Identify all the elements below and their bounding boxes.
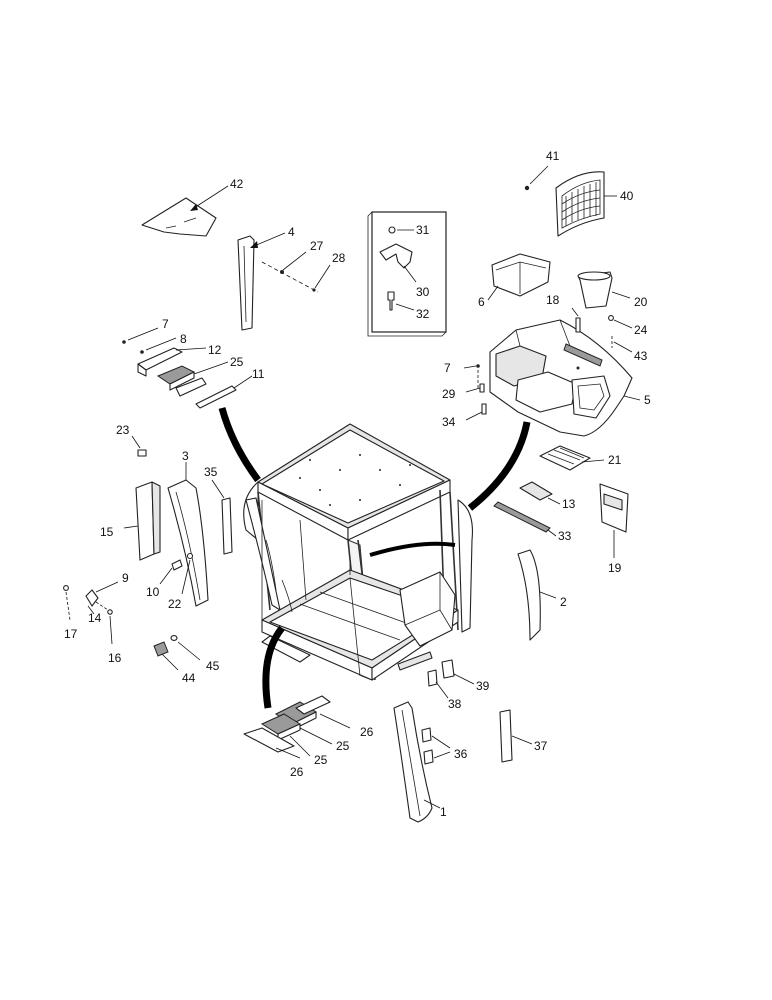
- part-42-trim: [141, 185, 229, 237]
- left-upper-fasteners: [122, 327, 253, 409]
- callout-26-left: 26: [290, 765, 304, 779]
- callout-21: 21: [608, 453, 622, 467]
- part-37-strip: [499, 709, 533, 763]
- callout-41: 41: [546, 149, 560, 163]
- roof-rivets: [299, 454, 411, 506]
- callout-16: 16: [108, 651, 122, 665]
- callout-17: 17: [64, 627, 78, 641]
- callout-14: 14: [88, 611, 102, 625]
- callout-34: 34: [442, 415, 456, 429]
- callout-15: 15: [100, 525, 114, 539]
- callout-9: 9: [122, 571, 129, 585]
- callout-33: 33: [558, 529, 572, 543]
- part-5-console: [489, 319, 641, 437]
- left-lower-fasteners: [63, 581, 119, 645]
- leader-upper-right: [467, 421, 531, 511]
- callout-1: 1: [440, 805, 447, 819]
- callout-22: 22: [168, 597, 182, 611]
- leader-upper-left: [218, 407, 261, 483]
- callout-31: 31: [416, 223, 430, 237]
- callout-29: 29: [442, 387, 456, 401]
- callout-44: 44: [182, 671, 196, 685]
- left-middle-parts: [123, 435, 233, 607]
- part-19-box: [599, 483, 629, 558]
- callout-35: 35: [204, 465, 218, 479]
- part-1-pillar: [393, 701, 451, 823]
- part-20-bin: [577, 271, 631, 309]
- callout-5: 5: [644, 393, 651, 407]
- cab-frame: [243, 423, 473, 681]
- callout-26-right: 26: [360, 725, 374, 739]
- part-6-cushion: [487, 253, 551, 301]
- callout-4: 4: [288, 225, 295, 239]
- part-39-38-labels: [427, 659, 475, 699]
- callout-7-console: 7: [444, 361, 451, 375]
- callout-42: 42: [230, 177, 244, 191]
- callout-2: 2: [560, 595, 567, 609]
- callout-11: 11: [252, 367, 265, 381]
- callout-27: 27: [310, 239, 324, 253]
- callout-25-lower-right: 25: [336, 739, 350, 753]
- console-fasteners: [463, 307, 633, 421]
- callout-43: 43: [634, 349, 648, 363]
- callout-labels: 1 2 3 4 5 6 7 7 8 9 10 11 12 13 14 15 16…: [64, 149, 651, 819]
- lower-blocks-group: [243, 695, 351, 759]
- callout-12: 12: [208, 343, 222, 357]
- part-2-trim: [517, 549, 557, 641]
- part-4-pillar: [237, 232, 331, 331]
- callout-24: 24: [634, 323, 648, 337]
- callout-23: 23: [116, 423, 130, 437]
- callout-6: 6: [478, 295, 485, 309]
- callout-28: 28: [332, 251, 346, 265]
- callout-19: 19: [608, 561, 622, 575]
- callout-18: 18: [546, 293, 560, 307]
- callout-30: 30: [416, 285, 430, 299]
- part-44-45-clips: [153, 635, 201, 671]
- callout-25-upper: 25: [230, 355, 244, 369]
- callout-13: 13: [562, 497, 576, 511]
- callout-38: 38: [448, 697, 462, 711]
- callout-39: 39: [476, 679, 490, 693]
- leader-lower-left: [262, 625, 285, 709]
- part-33-strip: [493, 501, 557, 537]
- callout-8: 8: [180, 332, 187, 346]
- group-leaders: [218, 407, 531, 709]
- callout-40: 40: [620, 189, 634, 203]
- part-40-grille: [524, 165, 617, 237]
- part-13-pad: [519, 481, 561, 505]
- callout-20: 20: [634, 295, 648, 309]
- callout-3: 3: [182, 449, 189, 463]
- callout-32: 32: [416, 307, 430, 321]
- callout-7-upper-left: 7: [162, 317, 169, 331]
- callout-45: 45: [206, 659, 220, 673]
- part-21-mat: [539, 445, 605, 471]
- callout-37: 37: [534, 739, 548, 753]
- leader-lower-right: [369, 541, 456, 557]
- callout-10: 10: [146, 585, 160, 599]
- callout-36: 36: [454, 747, 468, 761]
- callout-25-lower: 25: [314, 753, 328, 767]
- inset-box-bracket: [367, 211, 447, 337]
